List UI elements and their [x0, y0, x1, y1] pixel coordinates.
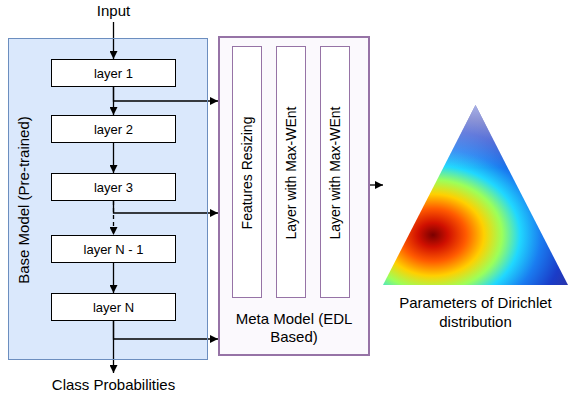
panel-fill — [8, 38, 208, 360]
dirichlet-simplex: Parameters of Dirichlet distribution — [383, 105, 568, 285]
flow-arrow — [113, 143, 114, 173]
layer-label: layer 1 — [94, 66, 133, 81]
layer-label: Layer with Max-WEnt — [283, 106, 299, 239]
caption-wrapper: Meta Model (EDL Based) — [226, 310, 362, 346]
meta-layer-box: Layer with Max-WEnt — [276, 46, 306, 298]
layer-box: layer 2 — [51, 115, 176, 143]
meta-layer-box: Layer with Max-WEnt — [320, 46, 350, 298]
rotated-wrapper: Base Model (Pre-trained) — [15, 116, 32, 284]
layer-box: layer N — [51, 293, 176, 321]
layer-label: Features Resizing — [239, 117, 255, 230]
layer-label: Layer with Max-WEnt — [327, 106, 343, 239]
simplex-caption: Parameters of Dirichlet distribution — [398, 293, 554, 331]
flow-arrow — [114, 321, 219, 339]
layer-label: layer N - 1 — [84, 242, 144, 257]
flow-arrow — [114, 201, 219, 213]
panel-title: Meta Model (EDL Based) — [226, 310, 362, 346]
input-arrow — [113, 22, 114, 59]
flow-arrow — [113, 263, 114, 293]
rotated-wrapper: Layer with Max-WEnt — [327, 106, 343, 239]
layer-label: layer 2 — [94, 122, 133, 137]
flow-arrow — [114, 87, 219, 101]
meta-layer-box: Features Resizing — [232, 46, 262, 298]
flow-arrow — [370, 184, 383, 185]
layer-box: layer 1 — [51, 59, 176, 87]
rotated-wrapper: Features Resizing — [239, 117, 255, 230]
layer-label: layer 3 — [94, 180, 133, 195]
input-label: Input — [64, 2, 164, 19]
layer-box: layer 3 — [51, 173, 176, 201]
panel-title: Base Model (Pre-trained) — [15, 116, 32, 284]
layer-label: layer N — [93, 300, 134, 315]
layer-box: layer N - 1 — [51, 235, 176, 263]
caption-wrapper: Parameters of Dirichlet distribution — [398, 293, 554, 331]
dirichlet-heatmap — [383, 105, 568, 285]
meta-model-panel: Meta Model (EDL Based) Features Resizing L… — [218, 36, 370, 356]
output-label: Class Probabilities — [24, 376, 204, 393]
rotated-wrapper: Layer with Max-WEnt — [283, 106, 299, 239]
panel-fill — [218, 36, 370, 356]
base-model-panel: Base Model (Pre-trained) layer 1 layer 2 la… — [8, 38, 208, 360]
